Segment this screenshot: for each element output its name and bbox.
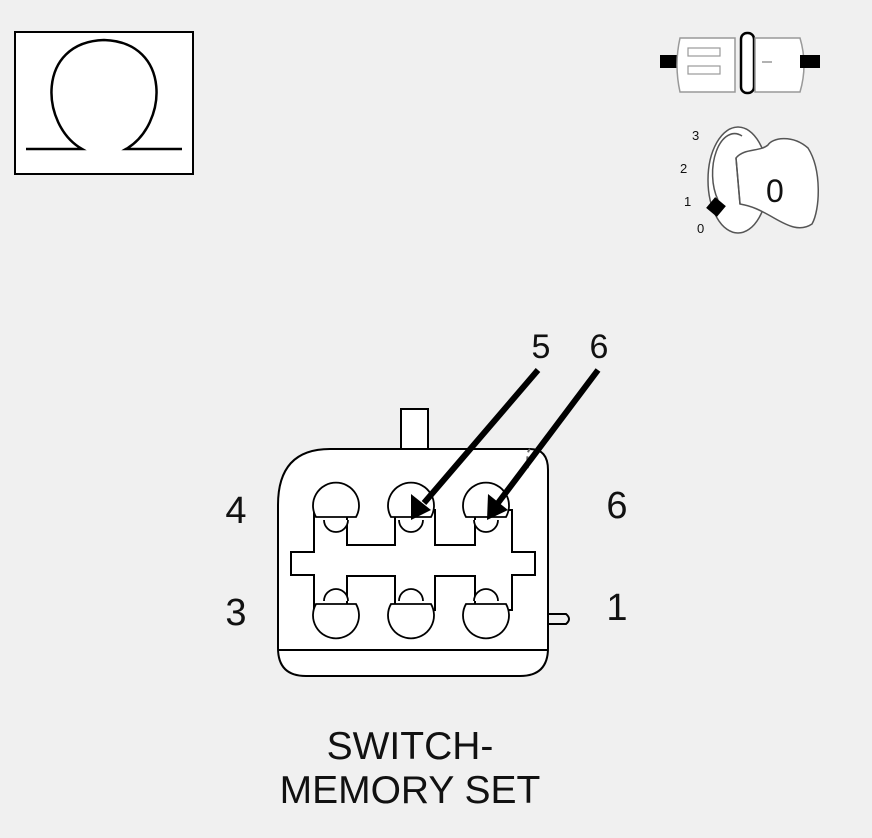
pin-label-bottom-right: 1	[606, 587, 627, 629]
terminal-2	[387, 588, 435, 640]
caption-line-2: MEMORY SET	[279, 769, 541, 812]
arrow-label-6: 6	[590, 328, 609, 366]
pin-label-top-right: 6	[606, 485, 627, 527]
terminal-4	[312, 481, 360, 533]
arrow-6-line	[495, 368, 601, 505]
connector-body	[277, 408, 570, 677]
key-position-0: 0	[697, 221, 704, 236]
key-position-3: 3	[692, 128, 699, 143]
ohmmeter-icon	[14, 31, 194, 175]
arrow-5-line	[421, 368, 541, 505]
arrow-5-head	[411, 494, 431, 520]
pin-label-top-left: 4	[225, 490, 246, 532]
key-position-1: 1	[684, 194, 691, 209]
arrow-label-5: 5	[532, 328, 551, 366]
key-position-2: 2	[680, 161, 687, 176]
probe-arrows	[411, 368, 601, 520]
connector-disconnected-icon	[660, 31, 820, 95]
ignition-key-icon: 3 2 1 0 0	[680, 126, 819, 236]
terminal-1	[462, 588, 510, 640]
pin-label-bottom-left: 3	[225, 592, 246, 634]
caption-line-1: SWITCH-	[326, 725, 494, 768]
arrow-6-head	[487, 494, 508, 520]
key-label: 0	[766, 173, 784, 209]
terminal-3	[312, 588, 360, 640]
